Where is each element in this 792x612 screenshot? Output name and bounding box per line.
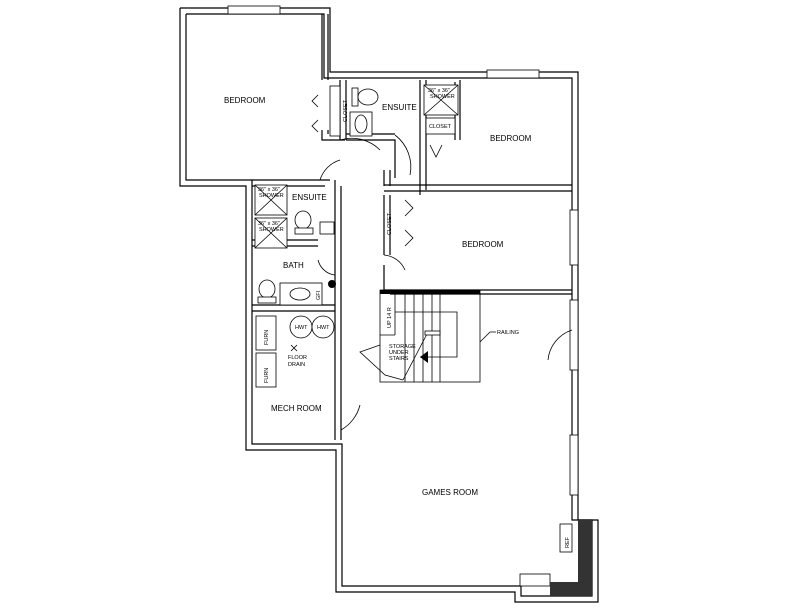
closet-label: CLOSET [387,212,393,235]
furnace: FURN [255,352,277,388]
vanity [279,282,323,306]
storage-label: UNDER [389,350,409,356]
room-label-ensuite-w: ENSUITE [292,193,327,202]
sink [349,111,373,137]
room-label-mech-room: MECH ROOM [271,404,322,413]
room-label-bedroom-ne: BEDROOM [490,134,532,143]
railing-leader [479,331,496,343]
svg-text:HWT: HWT [317,325,330,331]
storage-label: STORAGE [389,344,416,350]
railing-label: RAILING [497,330,519,336]
window [227,5,281,15]
storage-label: STAIRS [389,356,409,362]
svg-text:36" x 36": 36" x 36" [428,88,450,94]
hatched-wall [578,520,592,596]
closet [425,117,456,135]
room-label-games-room: GAMES ROOM [422,488,478,497]
shower-ne: 36" x 36" SHOWER [423,84,459,116]
room-label-ensuite-n: ENSUITE [382,103,417,112]
svg-text:36" x 36": 36" x 36" [258,187,280,193]
shower-w2: 36" x 36" SHOWER [254,217,288,249]
floor-drain-label: DRAIN [288,362,305,368]
window [569,299,579,371]
svg-text:UP 14 R: UP 14 R [387,307,393,328]
hatched-wall [550,582,592,596]
shower-w1: 36" x 36" SHOWER [254,184,288,216]
toilet [294,210,314,235]
svg-text:FURN: FURN [264,368,270,383]
toilet [257,279,277,304]
doors [311,94,573,431]
floor-drain-fixture [328,280,336,288]
hot-water-tank: HWT [311,315,335,339]
room-label-bath: BATH [283,261,304,270]
floor-drain-label: FLOOR [288,355,307,361]
svg-text:FURN: FURN [264,330,270,345]
gfi-label: GFI [316,290,322,300]
svg-text:SHOWER: SHOWER [430,94,455,100]
svg-text:SHOWER: SHOWER [259,193,284,199]
closet [329,85,341,137]
toilet [351,87,379,107]
refrigerator [559,523,573,553]
exterior-wall-inner [185,13,593,597]
svg-text:HWT: HWT [295,325,308,331]
window [519,573,551,587]
floor-drain-icon [290,344,298,352]
window [569,209,579,266]
furnace: FURN [255,315,277,351]
svg-text:36" x 36": 36" x 36" [258,221,280,227]
staircase: UP 14 R [359,289,481,383]
room-label-bedroom-nw: BEDROOM [224,96,266,105]
exterior-wall-outer [179,7,599,603]
hot-water-tank: HWT [289,315,313,339]
sink [319,221,335,235]
window [569,434,579,496]
window [486,69,540,79]
closet-label: CLOSET [343,99,349,122]
closet-label: CLOSET [429,124,452,130]
svg-text:SHOWER: SHOWER [259,227,284,233]
ref-label: REF [565,536,571,548]
room-label-bedroom-e: BEDROOM [462,240,504,249]
